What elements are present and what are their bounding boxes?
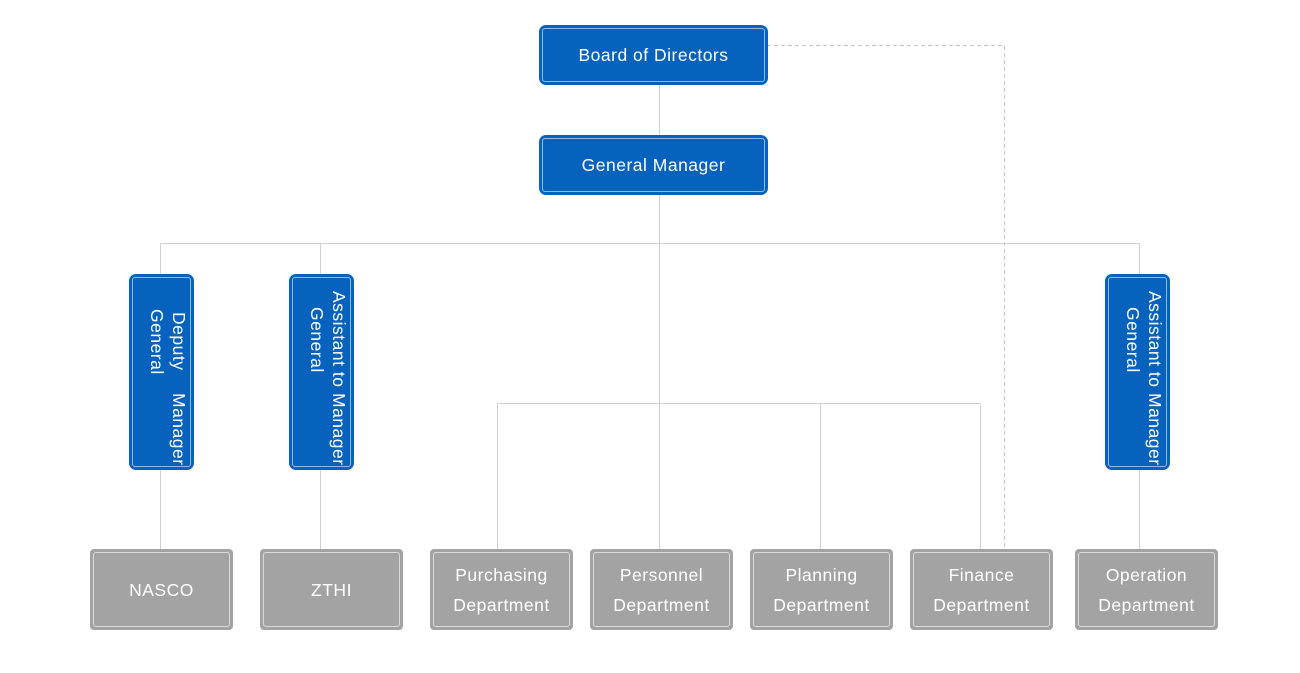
node-planning-department: Planning Department <box>750 549 893 630</box>
node-label: General Manager <box>542 138 765 192</box>
node-label-line-2: Manager <box>1145 393 1165 466</box>
node-label-line-1: Operation <box>1105 564 1188 585</box>
node-label-line-2: Department <box>453 594 550 615</box>
node-purchasing-department: Purchasing Department <box>430 549 573 630</box>
node-board-of-directors: Board of Directors <box>539 25 768 85</box>
node-label-line-1: Planning <box>785 564 858 585</box>
node-nasco: NASCO <box>90 549 233 630</box>
node-label-line-2: Department <box>613 594 710 615</box>
node-finance-department: Finance Department <box>910 549 1053 630</box>
node-personnel-department: Personnel Department <box>590 549 733 630</box>
node-label-line-2: Department <box>1098 594 1195 615</box>
node-zthi: ZTHI <box>260 549 403 630</box>
node-label-line-1: Finance <box>948 564 1015 585</box>
connector-board-finance-dashed <box>767 45 1005 550</box>
node-assistant-to-general-manager-right: Assistant to General Manager <box>1105 274 1170 470</box>
node-label-line-1: Personnel <box>619 564 704 585</box>
node-label-line-1: Assistant to General <box>307 291 349 388</box>
node-label-line-2: Department <box>933 594 1030 615</box>
node-label: ZTHI <box>263 552 400 627</box>
node-general-manager: General Manager <box>539 135 768 195</box>
node-assistant-to-general-manager-left: Assistant to General Manager <box>289 274 354 470</box>
node-label: NASCO <box>93 552 230 627</box>
node-label: Board of Directors <box>542 28 765 82</box>
node-operation-department: Operation Department <box>1075 549 1218 630</box>
node-deputy-general-manager: Deputy General Manager <box>129 274 194 470</box>
node-label-line-1: Purchasing <box>455 564 548 585</box>
node-label-line-2: Manager <box>329 393 349 466</box>
node-label-line-1: Deputy General <box>147 308 189 375</box>
node-label-line-2: Manager <box>169 393 189 466</box>
node-label-line-1: Assistant to General <box>1123 291 1165 388</box>
node-label-line-2: Department <box>773 594 870 615</box>
